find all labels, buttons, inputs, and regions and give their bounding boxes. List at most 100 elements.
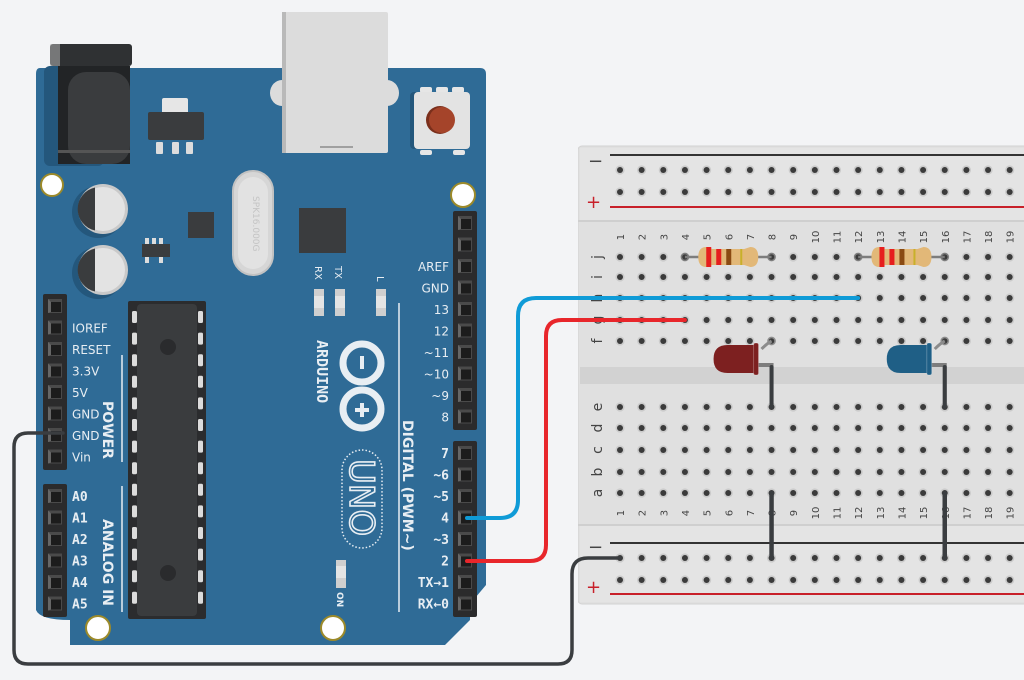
breadboard-hole[interactable] [615, 272, 625, 282]
digital-header-pin[interactable] [458, 323, 472, 338]
breadboard-hole[interactable] [745, 423, 755, 433]
breadboard-hole[interactable] [723, 423, 733, 433]
digital-header-pin[interactable] [458, 446, 472, 460]
breadboard-hole[interactable] [788, 488, 798, 498]
breadboard-hole[interactable] [983, 293, 993, 303]
breadboard-hole[interactable] [940, 272, 950, 282]
breadboard-hole[interactable] [702, 336, 712, 346]
breadboard-hole[interactable] [637, 488, 647, 498]
breadboard-hole[interactable] [680, 467, 690, 477]
breadboard-hole[interactable] [723, 445, 733, 455]
breadboard-hole[interactable] [615, 423, 625, 433]
breadboard-hole[interactable] [766, 165, 777, 175]
breadboard-hole[interactable] [875, 336, 885, 346]
breadboard-hole[interactable] [940, 575, 950, 585]
breadboard-hole[interactable] [896, 445, 907, 455]
breadboard-hole[interactable] [658, 165, 668, 175]
breadboard-hole[interactable] [831, 336, 842, 346]
breadboard-hole[interactable] [831, 272, 842, 282]
breadboard-hole[interactable] [658, 488, 668, 498]
breadboard-hole[interactable] [658, 423, 668, 433]
breadboard-hole[interactable] [745, 315, 755, 325]
breadboard-hole[interactable] [637, 336, 647, 346]
breadboard-hole[interactable] [702, 488, 712, 498]
breadboard-hole[interactable] [810, 402, 820, 412]
breadboard-hole[interactable] [788, 423, 798, 433]
breadboard-hole[interactable] [983, 187, 993, 197]
breadboard-hole[interactable] [680, 165, 690, 175]
breadboard-hole[interactable] [853, 467, 863, 477]
breadboard-hole[interactable] [723, 553, 733, 563]
breadboard-hole[interactable] [745, 187, 755, 197]
breadboard-hole[interactable] [745, 336, 755, 346]
breadboard-hole[interactable] [745, 165, 755, 175]
breadboard-hole[interactable] [831, 315, 842, 325]
breadboard-hole[interactable] [702, 272, 712, 282]
breadboard-hole[interactable] [615, 165, 625, 175]
breadboard-hole[interactable] [766, 467, 777, 477]
analog-header-pin[interactable] [48, 596, 62, 611]
breadboard-hole[interactable] [745, 445, 755, 455]
breadboard-hole[interactable] [788, 336, 798, 346]
breadboard-hole[interactable] [831, 402, 842, 412]
breadboard-hole[interactable] [745, 272, 755, 282]
breadboard-hole[interactable] [983, 423, 993, 433]
breadboard-hole[interactable] [637, 187, 647, 197]
breadboard-hole[interactable] [810, 165, 820, 175]
breadboard-hole[interactable] [875, 165, 885, 175]
breadboard-hole[interactable] [918, 445, 928, 455]
breadboard-hole[interactable] [788, 272, 798, 282]
breadboard-hole[interactable] [831, 165, 842, 175]
digital-header-pin[interactable] [458, 532, 472, 546]
breadboard-hole[interactable] [615, 575, 625, 585]
power-header-pin[interactable] [48, 385, 62, 399]
blue-led[interactable] [886, 336, 949, 409]
digital-header-pin[interactable] [458, 596, 472, 611]
breadboard-hole[interactable] [745, 467, 755, 477]
breadboard-hole[interactable] [615, 488, 625, 498]
breadboard-hole[interactable] [896, 165, 907, 175]
breadboard-hole[interactable] [637, 553, 647, 563]
breadboard-hole[interactable] [983, 575, 993, 585]
breadboard-hole[interactable] [961, 315, 972, 325]
breadboard-hole[interactable] [875, 423, 885, 433]
breadboard-hole[interactable] [853, 488, 863, 498]
breadboard-hole[interactable] [788, 165, 798, 175]
breadboard-hole[interactable] [702, 445, 712, 455]
breadboard-hole[interactable] [766, 315, 777, 325]
breadboard-hole[interactable] [875, 488, 885, 498]
power-header-pin[interactable] [48, 363, 62, 378]
digital-header-pin[interactable] [458, 302, 472, 316]
breadboard-hole[interactable] [896, 187, 907, 197]
breadboard-hole[interactable] [680, 402, 690, 412]
breadboard-hole[interactable] [831, 488, 842, 498]
breadboard-hole[interactable] [702, 187, 712, 197]
breadboard-hole[interactable] [745, 575, 755, 585]
breadboard-hole[interactable] [723, 336, 733, 346]
arduino-uno-board[interactable]: SPK16.000G RX TX L ARDUINO UNO [36, 12, 486, 645]
breadboard-hole[interactable] [918, 187, 928, 197]
breadboard-hole[interactable] [637, 467, 647, 477]
breadboard-hole[interactable] [637, 272, 647, 282]
breadboard-hole[interactable] [896, 553, 907, 563]
breadboard-hole[interactable] [658, 336, 668, 346]
breadboard-hole[interactable] [810, 336, 820, 346]
breadboard-hole[interactable] [702, 467, 712, 477]
breadboard-hole[interactable] [961, 488, 972, 498]
breadboard-hole[interactable] [1005, 575, 1015, 585]
breadboard-hole[interactable] [702, 423, 712, 433]
breadboard-hole[interactable] [810, 553, 820, 563]
breadboard-hole[interactable] [702, 553, 712, 563]
analog-header-pin[interactable] [48, 510, 62, 525]
breadboard-hole[interactable] [875, 187, 885, 197]
breadboard-hole[interactable] [961, 187, 972, 197]
analog-header-pin[interactable] [48, 575, 62, 589]
breadboard-hole[interactable] [702, 575, 712, 585]
digital-header-pin[interactable] [458, 345, 472, 359]
breadboard-hole[interactable] [1005, 445, 1015, 455]
reset-button[interactable] [410, 87, 470, 155]
breadboard-hole[interactable] [1005, 187, 1015, 197]
breadboard-hole[interactable] [637, 445, 647, 455]
digital-header-pin[interactable] [458, 259, 472, 273]
breadboard-hole[interactable] [940, 445, 950, 455]
